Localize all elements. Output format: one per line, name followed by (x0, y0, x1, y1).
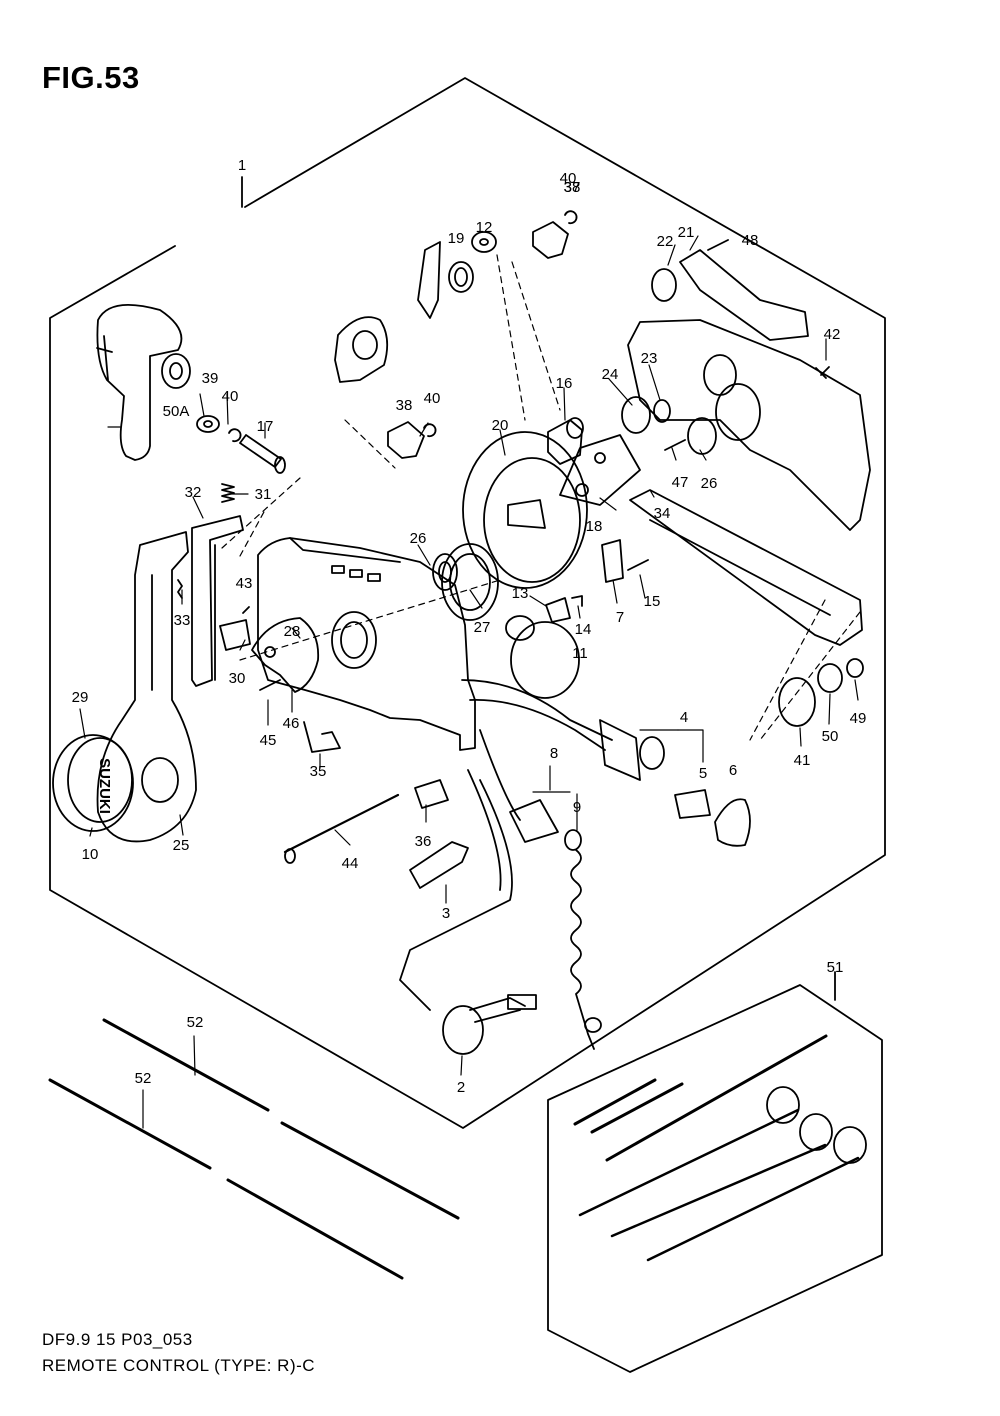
callout-20: 20 (492, 417, 509, 434)
callout-43: 43 (236, 575, 253, 592)
callout-25: 25 (173, 837, 190, 854)
callout-19: 19 (448, 230, 465, 247)
figure-title: FIG.53 (42, 60, 140, 95)
callout-40: 40 (560, 170, 577, 187)
callout-49: 49 (850, 710, 867, 727)
callout-34: 34 (654, 505, 671, 522)
callout-35: 35 (310, 763, 327, 780)
callout-52: 52 (135, 1070, 152, 1087)
callout-38: 38 (564, 179, 581, 196)
remote-control-housing (257, 537, 476, 751)
callout-31: 31 (255, 486, 272, 503)
callout-28: 28 (284, 623, 301, 640)
callout-51: 51 (827, 959, 844, 976)
callout-9: 9 (573, 799, 581, 816)
callout-8: 8 (550, 745, 558, 762)
callout-30: 30 (229, 670, 246, 687)
connector (442, 1005, 484, 1055)
callout-18: 18 (586, 518, 603, 535)
callout-48: 48 (742, 232, 759, 249)
assembly-outline (49, 77, 886, 1129)
callout-26: 26 (701, 475, 718, 492)
callout-3: 3 (442, 905, 450, 922)
callout-29: 29 (72, 689, 89, 706)
callout-16: 16 (556, 375, 573, 392)
callout-52: 52 (187, 1014, 204, 1031)
emblem-wordmark: SUZUKI (96, 758, 113, 814)
callout-4: 4 (680, 709, 688, 726)
callout-45: 45 (260, 732, 277, 749)
callout-33: 33 (174, 612, 191, 629)
callout-32: 32 (185, 484, 202, 501)
callout-44: 44 (342, 855, 359, 872)
suzuki-emblem-cap (52, 734, 134, 832)
callout-12: 12 (476, 219, 493, 236)
callout-11: 11 (572, 645, 588, 662)
callout-40: 40 (424, 390, 441, 407)
callout-38: 38 (396, 397, 413, 414)
callout-24: 24 (602, 366, 619, 383)
callout-40: 40 (222, 388, 239, 405)
callout-21: 21 (678, 224, 695, 241)
diagram-code: DF9.9 15 P03_053 (42, 1330, 193, 1349)
buzzer (510, 621, 580, 699)
gear-disk (462, 431, 588, 589)
callout-41: 41 (794, 752, 811, 769)
callout-46: 46 (283, 715, 300, 732)
right-housing-cover (627, 319, 871, 531)
callout-2: 2 (457, 1079, 465, 1096)
callout-10: 10 (82, 846, 99, 863)
callout-39: 39 (202, 370, 219, 387)
callout-5: 5 (699, 765, 707, 782)
callout-50a: 50A (163, 403, 190, 420)
callout-22: 22 (657, 233, 674, 250)
callout-26: 26 (410, 530, 427, 547)
callout-36: 36 (415, 833, 432, 850)
callout-42: 42 (824, 326, 841, 343)
control-lever-arm (96, 531, 197, 843)
callout-37: 37 (564, 179, 581, 196)
callout-23: 23 (641, 350, 658, 367)
callout-13: 13 (512, 585, 529, 602)
callout-15: 15 (644, 593, 661, 610)
lever-plate (191, 515, 244, 687)
handle-grip (96, 303, 183, 461)
callout-17: 17 (257, 418, 274, 435)
control-cable-upper (102, 1018, 270, 1112)
kit-outline (547, 984, 883, 1373)
control-cable-lower (48, 1078, 212, 1170)
cam-plate (251, 617, 320, 693)
diagram-caption: REMOTE CONTROL (TYPE: R)-C (42, 1356, 316, 1375)
callout-27: 27 (474, 619, 491, 636)
callout-47: 47 (672, 474, 689, 491)
callout-14: 14 (575, 621, 592, 638)
callout-50: 50 (822, 728, 839, 745)
callout-6: 6 (729, 762, 737, 779)
callout-7: 7 (616, 609, 624, 626)
callout-1: 1 (238, 157, 246, 174)
